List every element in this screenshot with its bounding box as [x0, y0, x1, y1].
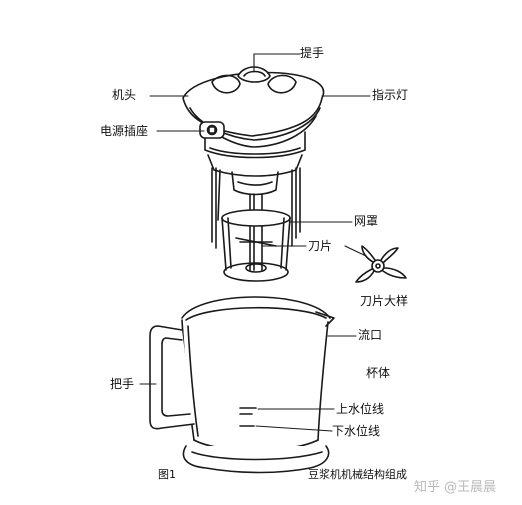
- leader-lower-water-line: [255, 425, 333, 432]
- label-blade-detail: 刀片大样: [360, 294, 409, 308]
- side-handle-drawing: [149, 325, 195, 430]
- label-spout: 流口: [358, 328, 383, 342]
- label-mesh-cover: 网罩: [354, 214, 379, 228]
- blade-detail-drawing: [355, 245, 407, 283]
- label-blade: 刀片: [308, 239, 333, 253]
- figure-title: 豆浆机机械结构组成: [308, 468, 407, 481]
- label-handle-side: 把手: [110, 377, 135, 391]
- leader-blade-detail: [344, 245, 367, 257]
- label-upper-water-line: 上水位线: [336, 402, 385, 416]
- figure-number: 图1: [158, 468, 176, 481]
- mesh-cover-drawing: [221, 209, 291, 282]
- leader-lines: [139, 53, 371, 432]
- label-power-socket: 电源插座: [100, 124, 149, 138]
- power-socket-drawing: [199, 121, 225, 139]
- heater-shaft-drawing: [211, 167, 301, 271]
- label-indicator-light: 指示灯: [372, 88, 409, 102]
- label-handle-top: 提手: [300, 46, 325, 60]
- label-machine-head: 机头: [112, 88, 137, 102]
- cup-body-drawing: [181, 296, 335, 474]
- label-cup-body: 杯体: [366, 366, 391, 380]
- watermark-text: 知乎 @王晨晨: [414, 480, 497, 495]
- label-lower-water-line: 下水位线: [332, 424, 381, 438]
